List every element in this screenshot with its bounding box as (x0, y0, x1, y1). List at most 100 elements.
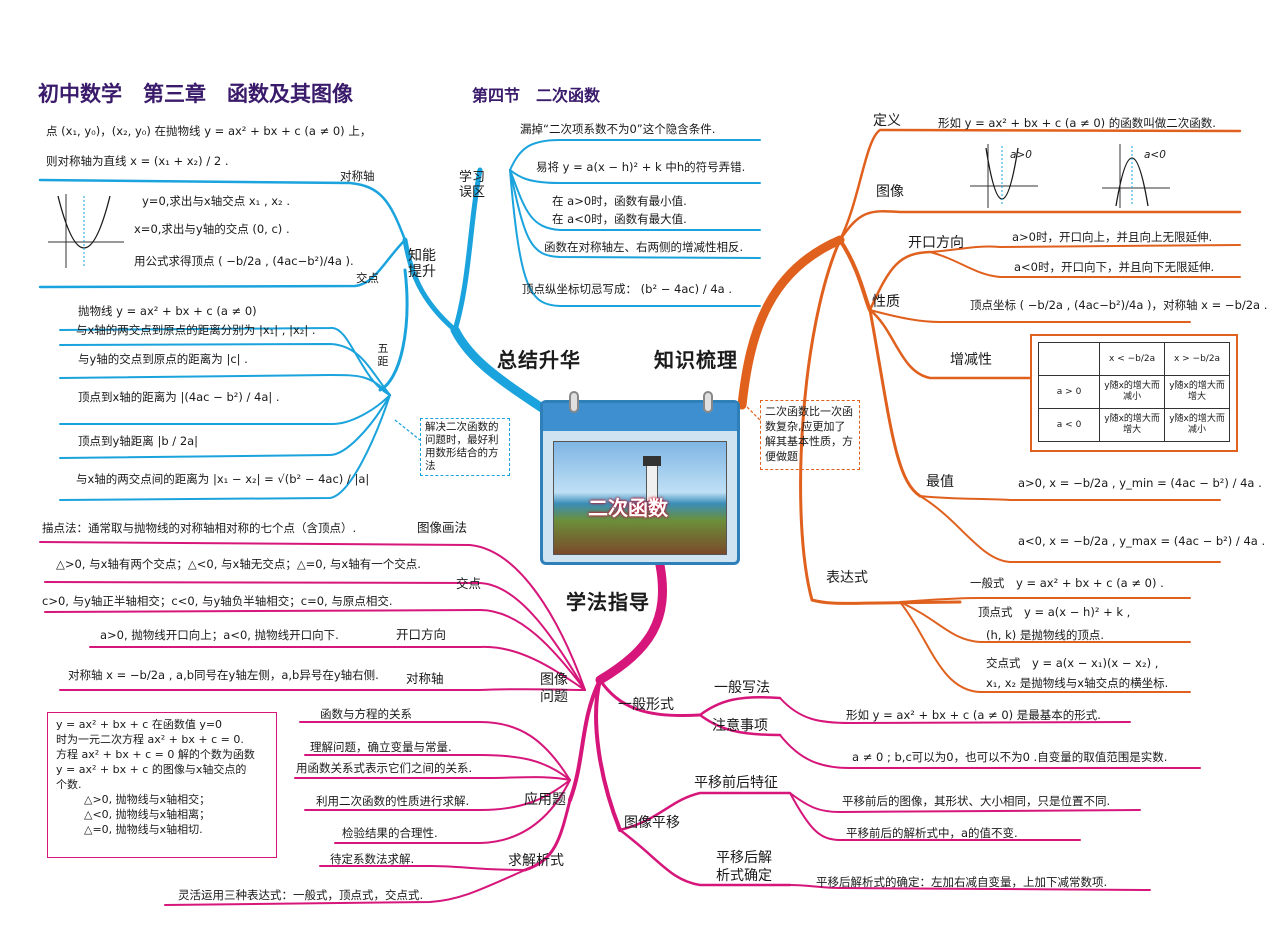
mono-table-col1: x < −b/2a (1099, 342, 1166, 376)
mistake-1: 漏掉“二次项系数不为0”这个隐含条件. (520, 122, 716, 136)
branch-summary: 总结升华 (497, 348, 581, 372)
summary-mistakes-label: 学习误区 (458, 170, 485, 200)
knowledge-expr-root-2: x₁, x₂ 是抛物线与x轴交点的横坐标. (986, 676, 1169, 690)
knowledge-expr-general: 一般式 y = ax² + bx + c (a ≠ 0) . (970, 576, 1164, 590)
study-draw-text: 描点法：通常取与抛物线的对称轴相对称的七个点（含顶点）. (42, 521, 357, 535)
mono-table-frame: x < −b/2a x > −b/2a a > 0 y随x的增大而减小 y随x的… (1030, 334, 1238, 452)
intersect-mini-graph (48, 194, 124, 268)
study-after-text: 平移后解析式的确定：左加右减自变量，上加下减常数项. (816, 875, 1108, 889)
study-note-text: a ≠ 0 ; b,c可以为0，也可以不为0 .自变量的取值范围是实数. (852, 750, 1168, 764)
summary-dist-2: 与y轴的交点到原点的距离为 |c| . (78, 352, 248, 366)
equation-box-line-8: △=0, 抛物线与x轴相切. (84, 823, 203, 836)
study-image-problem: 图像问题 (540, 672, 568, 705)
summary-dist-3: 顶点到x轴的距离为 |(4ac − b²) / 4a| . (78, 390, 280, 404)
equation-box-line-5: 个数. (56, 778, 82, 791)
equation-box-line-6: △>0, 抛物线与x轴相交； (84, 793, 211, 806)
study-int-text-2: c>0, 与y轴正半轴相交；c<0, 与y轴负半轴相交；c=0, 与原点相交. (42, 594, 393, 608)
study-open-label: 开口方向 (396, 627, 447, 642)
study-axis-label: 对称轴 (406, 671, 444, 686)
mono-table-cell-21: y随x的增大而增大 (1099, 408, 1166, 442)
study-app-5: 检验结果的合理性. (342, 826, 438, 840)
equation-box-line-1: y = ax² + bx + c 在函数值 y=0 (56, 718, 223, 731)
knowledge-open-label: 开口方向 (908, 235, 964, 251)
knowledge-graph-label: 图像 (876, 184, 904, 200)
study-after-label-1: 平移后解 (716, 850, 772, 866)
knowledge-mono-label: 增减性 (950, 352, 992, 368)
graph-a-positive-label: a>0 (1010, 149, 1032, 161)
knowledge-expr-vertex-1: 顶点式 y = a(x − h)² + k , (978, 605, 1131, 619)
lighthouse-photo: 二次函数 (553, 441, 727, 555)
section-title: 第四节 二次函数 (472, 86, 601, 105)
mistake-3a: 在 a>0时，函数有最小值. (552, 194, 687, 208)
study-open-text: a>0, 抛物线开口向上；a<0, 抛物线开口向下. (100, 628, 339, 642)
summary-axis-text-2: 则对称轴为直线 x = (x₁ + x₂) / 2 . (46, 154, 229, 168)
study-solve-label: 求解析式 (508, 853, 564, 869)
mistake-5: 顶点纵坐标切忌写成： (b² − 4ac) / 4a . (522, 282, 733, 296)
mono-table-cell-12: y随x的增大而增大 (1164, 375, 1230, 409)
graph-a-positive (970, 144, 1038, 208)
note-left-text: 解决二次函数的问题时，最好利用数形结合的方法 (425, 421, 499, 472)
center-banner: 二次函数 (588, 496, 668, 520)
mono-table-cell-22: y随x的增大而减小 (1164, 408, 1230, 442)
summary-int-x0: x=0,求出与y轴的交点 (0, c) . (134, 222, 290, 236)
equation-box: y = ax² + bx + c 在函数值 y=0 时为一元二次方程 ax² +… (47, 712, 277, 858)
study-before-label: 平移前后特征 (694, 775, 778, 791)
knowledge-prop-label: 性质 (872, 294, 900, 310)
study-before-2: 平移前后的解析式中，a的值不变. (846, 826, 1018, 840)
branch-study: 学法指导 (566, 590, 650, 614)
study-app-4: 利用二次函数的性质进行求解. (316, 794, 470, 808)
knowledge-max-text: a<0, x = −b/2a , y_max = (4ac − b²) / 4a… (1018, 534, 1266, 548)
mono-table-row2: a < 0 (1037, 408, 1101, 442)
mono-table-col2: x > −b/2a (1164, 342, 1230, 376)
study-general-label: 一般形式 (618, 697, 674, 713)
equation-box-line-2: 时为一元二次方程 ax² + bx + c = 0. (56, 733, 244, 746)
mistake-3b: 在 a<0时，函数有最大值. (552, 212, 687, 226)
mono-table: x < −b/2a x > −b/2a a > 0 y随x的增大而减小 y随x的… (1037, 342, 1230, 442)
mono-table-corner (1037, 342, 1101, 376)
mistake-4: 函数在对称轴左、右两侧的增减性相反. (544, 240, 744, 254)
note-left: 解决二次函数的问题时，最好利用数形结合的方法 (420, 418, 510, 476)
study-note-label: 注意事项 (712, 718, 768, 734)
study-app-3: 用函数关系式表示它们之间的关系. (296, 761, 473, 775)
study-int-label: 交点 (456, 576, 482, 591)
study-write-label: 一般写法 (714, 680, 770, 696)
knowledge-expr-root-1: 交点式 y = a(x − x₁)(x − x₂) , (986, 656, 1159, 670)
equation-box-line-7: △<0, 抛物线与x轴相离； (84, 808, 211, 821)
graph-a-negative-label: a<0 (1144, 149, 1166, 161)
page-title: 初中数学 第三章 函数及其图像 (38, 82, 353, 106)
study-shift-label: 图像平移 (624, 815, 680, 831)
study-app-1: 函数与方程的关系 (320, 707, 412, 721)
study-int-text-1: △>0, 与x轴有两个交点；△<0, 与x轴无交点；△=0, 与x轴有一个交点. (56, 557, 421, 571)
study-axis-text: 对称轴 x = −b/2a , a,b同号在y轴左侧，a,b异号在y轴右侧. (68, 668, 379, 682)
binder-ring-right (703, 391, 713, 413)
note-right-text: 二次函数比一次函数复杂,应更加了解其基本性质，方便做题 (765, 405, 853, 463)
summary-ability-label: 知能提升 (408, 248, 436, 280)
equation-box-line-3: 方程 ax² + bx + c = 0 解的个数为函数 (56, 748, 255, 761)
summary-dist-1a: 抛物线 y = ax² + bx + c (a ≠ 0) (78, 304, 257, 318)
study-app-label: 应用题 (524, 792, 566, 808)
equation-box-line-4: y = ax² + bx + c 的图像与x轴交点的 (56, 763, 247, 776)
knowledge-expr-vertex-2: (h, k) 是抛物线的顶点. (986, 628, 1105, 642)
knowledge-expr-label: 表达式 (826, 570, 868, 586)
summary-intersect-label: 交点 (356, 271, 379, 285)
knowledge-extreme-label: 最值 (926, 474, 954, 490)
note-right: 二次函数比一次函数复杂,应更加了解其基本性质，方便做题 (760, 400, 860, 470)
summary-axis-label: 对称轴 (340, 169, 375, 183)
summary-distance-label: 五距 (377, 342, 389, 368)
knowledge-open-down: a<0时，开口向下，并且向下无限延伸. (1014, 260, 1215, 274)
study-after-label-2: 析式确定 (716, 868, 772, 884)
study-solve-2: 灵活运用三种表达式：一般式，顶点式，交点式. (178, 888, 424, 902)
knowledge-def-text: 形如 y = ax² + bx + c (a ≠ 0) 的函数叫做二次函数. (938, 116, 1216, 130)
study-solve-1: 待定系数法求解. (330, 852, 415, 866)
summary-dist-5: 与x轴的两交点间的距离为 |x₁ − x₂| = √(b² − 4ac) / |… (76, 472, 370, 486)
study-write-text: 形如 y = ax² + bx + c (a ≠ 0) 是最基本的形式. (846, 708, 1101, 722)
mono-table-cell-11: y随x的增大而减小 (1099, 375, 1166, 409)
graph-a-negative (1102, 144, 1170, 208)
study-app-2: 理解问题，确立变量与常量. (310, 740, 452, 754)
summary-axis-text-1: 点 (x₁, y₀)，(x₂, y₀) 在抛物线 y = ax² + bx + … (46, 124, 372, 138)
summary-dist-1b: 与x轴的两交点到原点的距离分别为 |x₁| , |x₂| . (76, 323, 316, 337)
knowledge-open-up: a>0时，开口向上，并且向上无限延伸. (1012, 230, 1213, 244)
study-before-1: 平移前后的图像，其形状、大小相同，只是位置不同. (842, 794, 1111, 808)
mono-table-row1: a > 0 (1037, 375, 1101, 409)
